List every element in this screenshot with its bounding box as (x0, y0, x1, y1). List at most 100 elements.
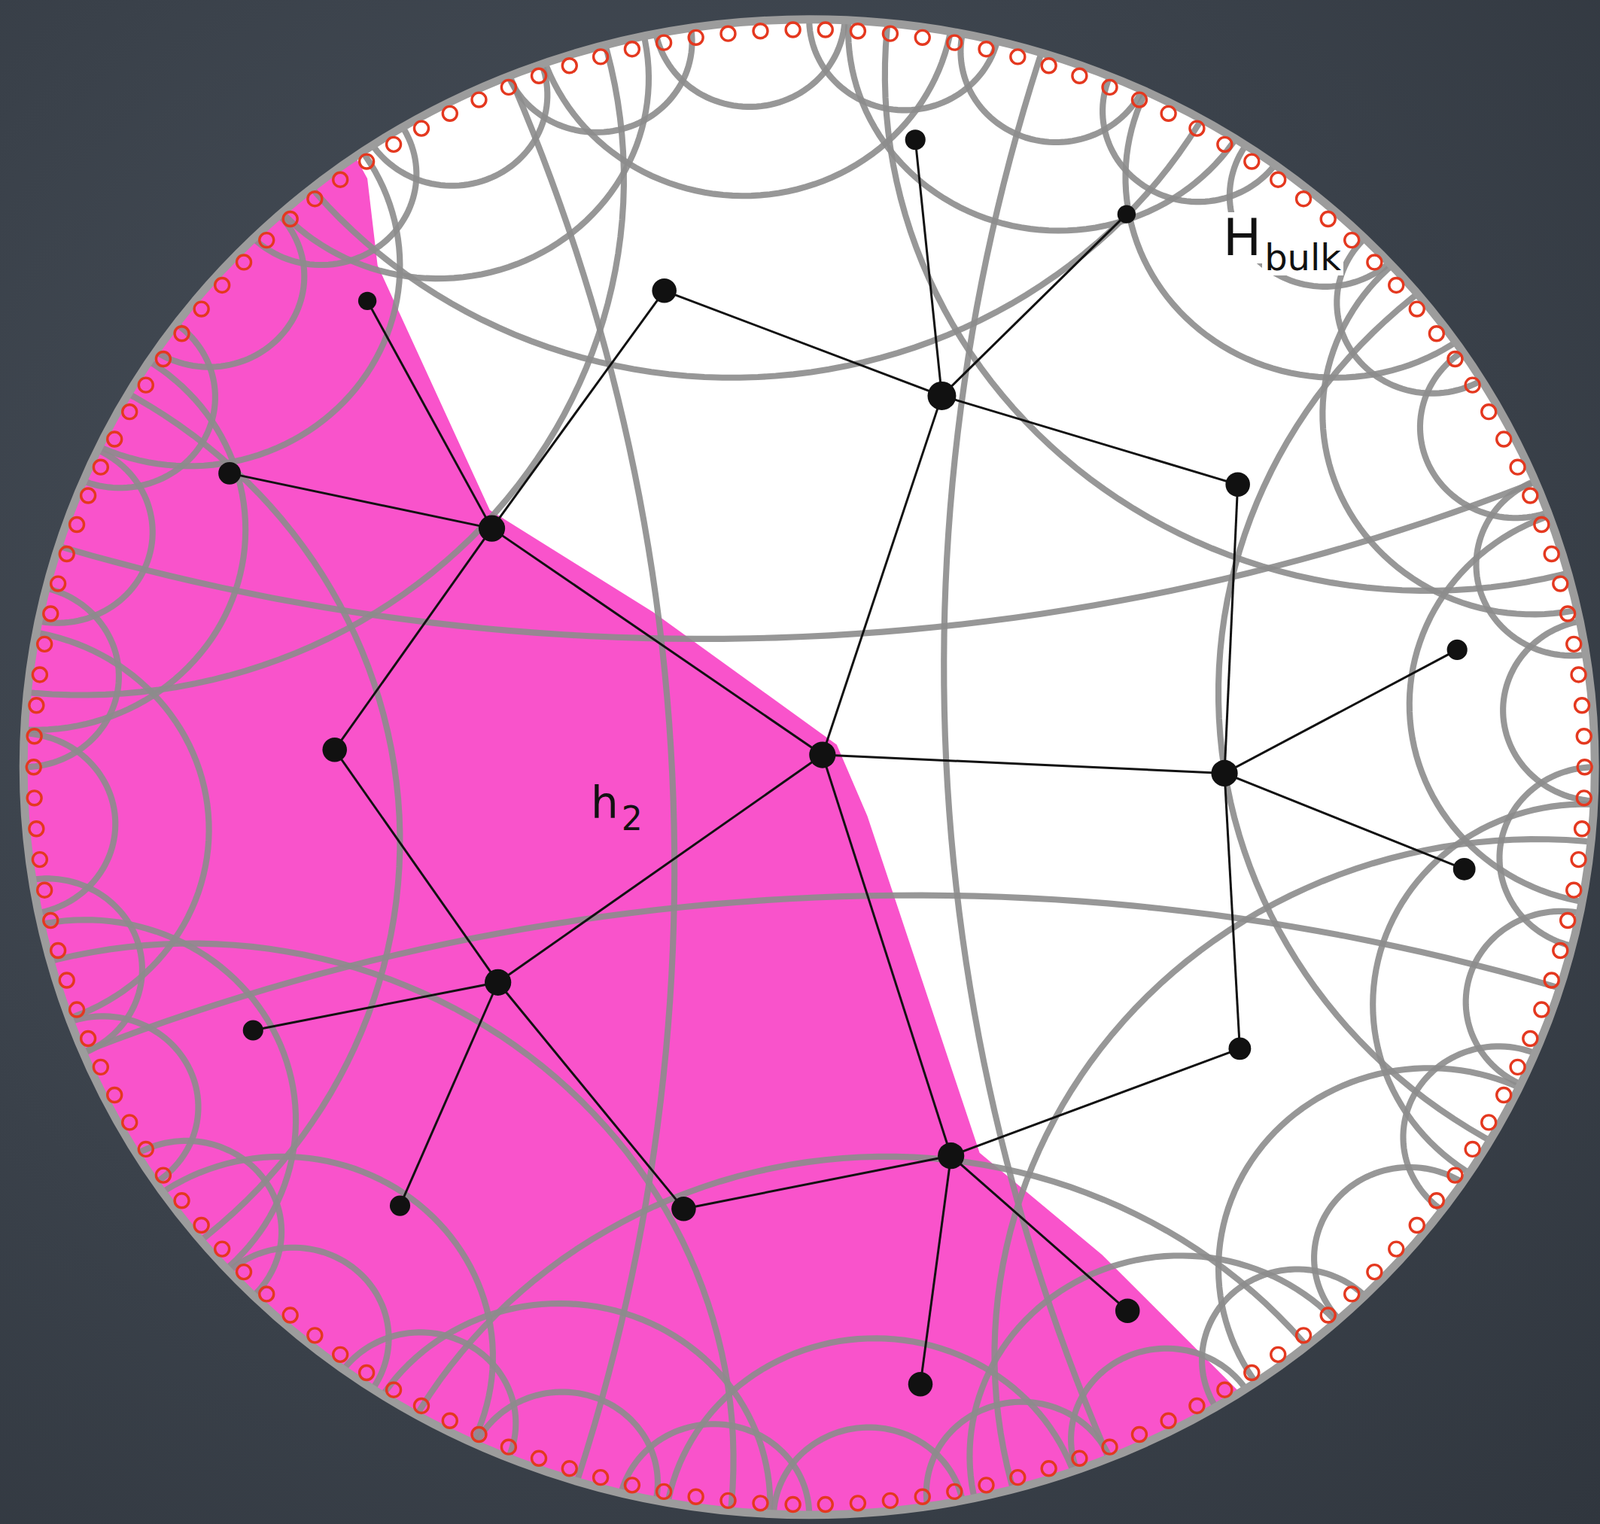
subscript: bulk (1262, 239, 1344, 276)
hyperbolic-tiling (16, 12, 1600, 1521)
boundary-site (1041, 58, 1056, 74)
boundary-site (1217, 1382, 1232, 1397)
geodesic-arc (969, 1255, 1339, 1502)
boundary-site (93, 1059, 108, 1074)
boundary-site (1560, 606, 1576, 621)
boundary-site (593, 49, 609, 64)
boundary-site (59, 973, 74, 988)
boundary-site (1496, 1088, 1512, 1103)
boundary-site (720, 26, 736, 41)
geodesic-arc (1420, 350, 1550, 518)
boundary-site (333, 1347, 348, 1362)
geodesic-arc (154, 213, 305, 368)
network-bond (822, 395, 943, 755)
boundary-site (1544, 973, 1559, 988)
network-bond (941, 395, 1238, 485)
boundary-site (882, 1493, 898, 1508)
boundary-site (1576, 790, 1591, 806)
tensor-dot (389, 1195, 411, 1217)
subscript: 2 (619, 802, 645, 836)
boundary-site (37, 636, 52, 651)
geodesic-arc (39, 943, 734, 1522)
geodesic-arc (304, 110, 1207, 378)
boundary-site (307, 1328, 323, 1343)
boundary-site (979, 42, 994, 57)
boundary-site (1102, 1439, 1117, 1454)
boundary-site (1296, 191, 1312, 207)
boundary-site (1010, 1470, 1026, 1485)
network-bond (1224, 772, 1465, 869)
boundary-site (532, 1450, 547, 1466)
tensor-dot (809, 741, 836, 768)
space-symbol: H (1220, 212, 1264, 264)
boundary-site (155, 351, 171, 366)
tensor-dot (218, 462, 241, 485)
boundary-site (785, 1497, 800, 1512)
geodesic-arc (252, 125, 417, 265)
boundary-site (1244, 1365, 1260, 1380)
network-bond (1224, 484, 1239, 774)
boundary-site (1131, 1426, 1147, 1442)
boundary-site (688, 30, 703, 45)
boundary-site (915, 30, 930, 45)
boundary-region (0, 122, 1266, 1524)
boundary-site (1010, 49, 1026, 64)
network-bond (252, 982, 498, 1031)
boundary-site (174, 1193, 189, 1208)
boundary-site (386, 136, 402, 152)
tensor-dot (322, 737, 347, 763)
network-bond (683, 1155, 951, 1209)
geodesic-arc (227, 1247, 389, 1391)
boundary-site (1296, 1328, 1312, 1343)
boundary-site (1271, 1347, 1286, 1362)
geodesic-arc (16, 35, 624, 696)
boundary-site (1429, 1193, 1444, 1208)
tensor-dot (243, 1019, 264, 1041)
boundary-site (1367, 1265, 1382, 1280)
geodesic-arc (1218, 1067, 1524, 1386)
boundary-site (1560, 913, 1576, 928)
boundary-site (194, 301, 209, 317)
network-bond (229, 473, 492, 529)
boundary-site (1320, 1307, 1336, 1323)
boundary-site (1189, 121, 1205, 136)
geodesic-arc (68, 1015, 198, 1184)
boundary-site (282, 212, 298, 227)
geodesic-arc (36, 449, 153, 624)
boundary-site (413, 1398, 429, 1413)
boundary-site (442, 106, 457, 121)
boundary-site (215, 1241, 230, 1257)
geodesic-arc (1322, 262, 1582, 615)
boundary-site (107, 1088, 122, 1103)
boundary-site (93, 459, 108, 475)
boundary-site (1161, 106, 1176, 121)
network-bond (920, 1155, 952, 1385)
boundary-site (979, 1478, 994, 1493)
boundary-site (688, 1489, 703, 1504)
network-bond (915, 139, 942, 396)
boundary-site (562, 1461, 577, 1476)
boundary-site (122, 1115, 137, 1130)
boundary-site (59, 547, 74, 562)
boundary-site (818, 22, 833, 37)
boundary-site (107, 431, 122, 447)
boundary-site (32, 852, 47, 867)
boundary-site (194, 1217, 209, 1232)
boundary-site (1409, 1217, 1424, 1232)
tensor-dot (1210, 760, 1238, 787)
tensor-dot (671, 1196, 697, 1222)
geodesic-arc (371, 62, 548, 186)
tensor-dot (937, 1142, 965, 1169)
geodesic-arc (994, 839, 1600, 1500)
boundary-site (1429, 326, 1444, 341)
geodesic-arc (926, 1402, 1111, 1509)
boundary-site (850, 1496, 865, 1511)
boundary-site (915, 1489, 930, 1504)
geodesic-arc (1102, 74, 1276, 202)
boundary-site (1041, 1461, 1056, 1476)
boundary-site (359, 1365, 375, 1380)
boundary-site (947, 1484, 962, 1499)
network-bond (334, 749, 499, 983)
geodesic-arc (81, 322, 216, 488)
